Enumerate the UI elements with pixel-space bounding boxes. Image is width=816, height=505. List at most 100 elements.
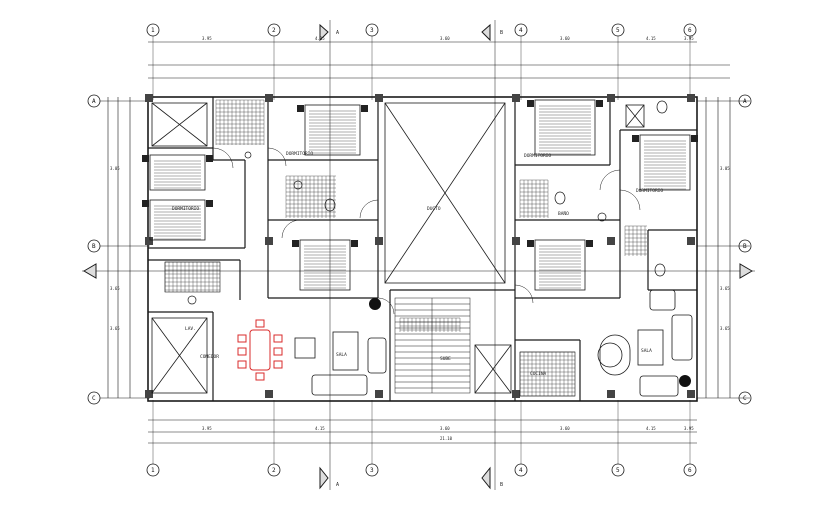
grid-bubble-label: 5 — [616, 467, 620, 474]
kitchen-label: COCINA — [530, 371, 547, 377]
column — [375, 94, 383, 102]
grid-bubble-col: 2 — [267, 23, 281, 37]
dim-left: 3.05 — [110, 166, 120, 171]
dim-bottom: 3.95 — [202, 426, 212, 431]
dim-top: 3.95 — [202, 36, 212, 41]
grid-bubble-col: 4 — [514, 23, 528, 37]
bed — [142, 199, 213, 241]
grid-bubble-label: B — [92, 243, 96, 250]
column — [687, 390, 695, 398]
grid-bubble-col: 5 — [611, 23, 625, 37]
dim-bottom: 3.60 — [560, 426, 570, 431]
grid-bubble-row: C — [87, 391, 101, 405]
column — [687, 94, 695, 102]
grid-bubble-col: 1 — [146, 463, 160, 477]
beds — [142, 99, 698, 291]
grid-bubble-label: 4 — [519, 27, 523, 34]
kitchen — [164, 261, 576, 397]
grid-bubble-label: A — [743, 98, 747, 105]
overall-width: 21.10 — [440, 436, 453, 441]
living-label-left: SALA — [336, 352, 347, 358]
column — [607, 237, 615, 245]
dim-left: 3.65 — [110, 326, 120, 331]
bed — [632, 134, 698, 191]
column — [607, 390, 615, 398]
bedroom-label-2: DORMITORIO — [286, 151, 313, 157]
grid-bubble-col: 3 — [365, 463, 379, 477]
dim-right: 3.05 — [720, 166, 730, 171]
section-mark-b-top: B — [500, 30, 503, 36]
dim-bottom: 4.15 — [646, 426, 656, 431]
column — [375, 237, 383, 245]
dining-label: COMEDOR — [200, 354, 219, 360]
laundry-label: LAV. — [185, 326, 196, 332]
column — [512, 94, 520, 102]
tile-grid — [519, 351, 575, 397]
column — [145, 390, 153, 398]
tile-grid — [215, 99, 265, 145]
dining-set — [237, 319, 283, 381]
interior-walls — [148, 97, 697, 401]
stairs-label: SUBE — [440, 356, 451, 362]
grid-bubble-label: C — [92, 395, 96, 402]
grid-bubble-label: 1 — [151, 467, 155, 474]
bedroom-label-3: DORMITORIO — [524, 153, 551, 159]
grid-bubble-label: 2 — [272, 27, 276, 34]
tile-grid — [164, 261, 220, 292]
grid-bubble-col: 1 — [146, 23, 160, 37]
grid-bubble-row: A — [87, 94, 101, 108]
column — [607, 94, 615, 102]
column — [375, 390, 383, 398]
grid-bubble-col: 5 — [611, 463, 625, 477]
column — [265, 94, 273, 102]
dim-top: 4.15 — [646, 36, 656, 41]
column — [145, 94, 153, 102]
bath-fixtures — [187, 100, 668, 305]
column — [512, 390, 520, 398]
living-label-right: SALA — [641, 348, 652, 354]
void-label: DUCTO — [427, 206, 441, 212]
dim-bottom: 4.15 — [315, 426, 325, 431]
dim-right: 3.65 — [720, 286, 730, 291]
column — [265, 390, 273, 398]
door-swings — [212, 147, 641, 315]
dim-bottom: 3.95 — [684, 426, 694, 431]
void-ducto — [151, 102, 645, 394]
grid-bubble-label: C — [743, 395, 747, 402]
grid-bubble-label: 3 — [370, 467, 374, 474]
bedroom-label-1: DORMITORIO — [172, 206, 199, 212]
dim-top: 3.60 — [440, 36, 450, 41]
dim-top: 3.60 — [560, 36, 570, 41]
section-markers — [83, 23, 753, 490]
grid-bubble-label: A — [92, 98, 96, 105]
grid-bubble-label: 5 — [616, 27, 620, 34]
grid-bubble-label: 1 — [151, 27, 155, 34]
dimension-lines — [107, 41, 731, 444]
bed — [297, 104, 368, 156]
outer-walls — [147, 96, 698, 402]
bath-label: BAÑO — [558, 210, 569, 217]
grid-bubble-row: B — [87, 239, 101, 253]
grid-bubble-label: 4 — [519, 467, 523, 474]
bedroom-label-4: DORMITORIO — [636, 188, 663, 194]
column — [512, 237, 520, 245]
grid-bubble-label: 6 — [688, 27, 692, 34]
grid-bubble-col: 3 — [365, 23, 379, 37]
tile-grid — [519, 179, 549, 218]
grid-bubble-label: 6 — [688, 467, 692, 474]
dim-left: 3.65 — [110, 286, 120, 291]
structural-columns — [145, 94, 695, 398]
bed — [527, 99, 603, 156]
dim-top: 4.15 — [315, 36, 325, 41]
plants — [369, 298, 691, 387]
grid-bubble-label: 2 — [272, 467, 276, 474]
section-mark-b-bottom: B — [500, 482, 503, 488]
column — [145, 237, 153, 245]
bed — [292, 239, 358, 291]
living-furniture — [294, 289, 693, 397]
dim-right: 3.65 — [720, 326, 730, 331]
tile-grid — [624, 225, 647, 256]
bed — [142, 154, 213, 191]
